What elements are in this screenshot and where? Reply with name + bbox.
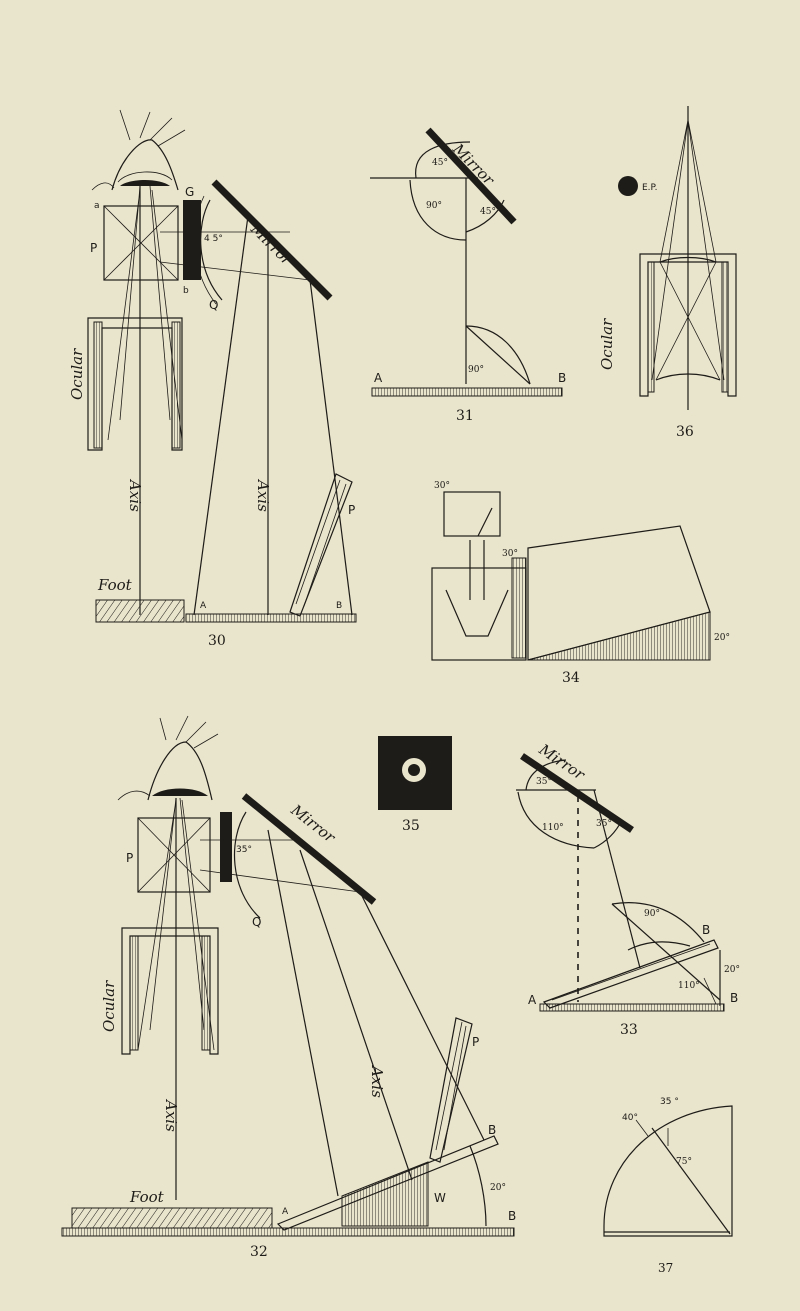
axis-label-left: Axis [126, 478, 144, 512]
figure-31-number: 31 [456, 408, 474, 424]
pencil-icon-32 [429, 1017, 473, 1163]
label-a-31: A [374, 371, 383, 385]
figure-30: a G P b Q 4 5° Mirror Ocular Axis Axis P [68, 109, 357, 649]
camera-lucida-prism [103, 205, 179, 281]
label-q: Q [209, 298, 218, 312]
label-p: P [90, 241, 97, 255]
table-31 [371, 387, 563, 397]
label-a-33: A [528, 993, 537, 1007]
label-a-table: A [200, 601, 207, 611]
ocular-label: Ocular [68, 348, 86, 400]
drawing-table [185, 613, 357, 623]
label-b-33: B [702, 923, 710, 937]
angle-110-33: 110° [542, 823, 564, 833]
figure-32-number: 32 [250, 1244, 268, 1260]
figure-30-number: 30 [208, 633, 226, 649]
axis-label-right: Axis [254, 478, 272, 512]
angle-30-middle: 30° [502, 549, 518, 559]
angle-35-33: 35° [536, 777, 552, 787]
label-a: a [94, 201, 100, 211]
angle-90-33: 90° [644, 909, 660, 919]
figure-35: 35 [378, 736, 452, 834]
figure-37-number: 37 [658, 1261, 673, 1275]
angle-45-top: 45° [432, 158, 448, 168]
label-b2-32: B [508, 1209, 516, 1223]
label-b: b [183, 286, 189, 296]
label-p-pencil: P [348, 503, 355, 517]
foot-label: Foot [97, 576, 133, 594]
angle-20: 20° [714, 633, 730, 643]
label-ep: E.P. [642, 183, 657, 193]
label-g: G [185, 185, 194, 199]
figure-31: Mirror 45° 90° 45° 90° A B 31 [370, 127, 566, 424]
axis-label-32-left: Axis [162, 1098, 180, 1132]
ocular-label-32: Ocular [100, 980, 118, 1032]
table-32 [61, 1227, 515, 1237]
label-w: W [434, 1191, 446, 1205]
label-p-pencil-32: P [472, 1035, 479, 1049]
label-b2-33: B [730, 991, 738, 1005]
angle-75-37: 75° [676, 1157, 692, 1167]
angle-30-top: 30° [434, 481, 450, 491]
figure-33-number: 33 [620, 1022, 638, 1038]
axis-label-32-right: Axis [368, 1064, 386, 1098]
angle-90-bottom: 90° [468, 365, 484, 375]
angle-20-33: 20° [724, 965, 740, 975]
angle-40-37: 40° [622, 1113, 638, 1123]
eye-icon-32 [117, 715, 219, 801]
angle-90-top: 90° [426, 201, 442, 211]
mirror-label: Mirror [246, 219, 296, 269]
angle-35-37: 35 ° [660, 1097, 679, 1107]
figure-33: Mirror 35° 110° 35° 90° 110° 20° A B B 3… [516, 740, 740, 1038]
microscope-foot-32 [71, 1207, 273, 1229]
label-b-table: B [336, 601, 342, 611]
angle-110b-33: 110° [678, 981, 700, 991]
figure-34: 30° 30° 20° 34 [431, 481, 730, 686]
eye-point-icon [618, 176, 638, 196]
figure-36-number: 36 [676, 424, 694, 440]
label-p-32: P [126, 851, 133, 865]
label-a-32: A [282, 1207, 289, 1217]
label-angle-45: 4 5° [204, 234, 223, 244]
label-b-31: B [558, 371, 566, 385]
angle-45-right: 45° [480, 207, 496, 217]
microscope-foot [95, 599, 185, 623]
figure-37: 35 ° 40° 75° 37 [604, 1097, 733, 1275]
angle-20-32: 20° [490, 1183, 506, 1193]
angle-35b-33: 35° [596, 819, 612, 829]
figure-34-number: 34 [562, 670, 580, 686]
label-q-32: Q [252, 915, 261, 929]
foot-label-32: Foot [129, 1188, 165, 1206]
ocular-label-36: Ocular [598, 318, 616, 370]
figure-36: E.P. Ocular 36 [598, 106, 737, 440]
label-b-32: B [488, 1123, 496, 1137]
figure-35-number: 35 [402, 818, 420, 834]
label-angle-35: 35° [236, 845, 252, 855]
eye-icon [91, 109, 186, 191]
